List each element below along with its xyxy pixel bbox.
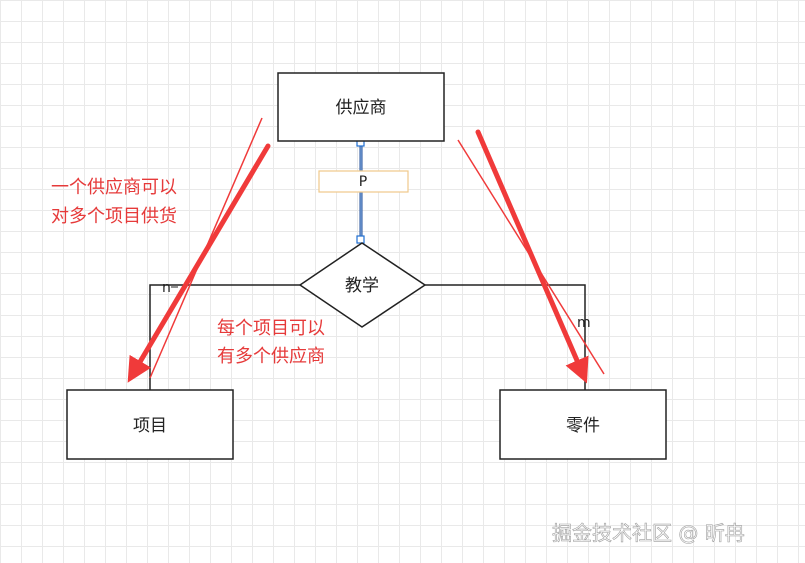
annotation-supplier-line2: 对多个项目供货: [51, 206, 177, 227]
relationship-label: 教学: [345, 276, 379, 296]
entity-part-label: 零件: [566, 416, 600, 436]
cardinality-m: m: [577, 315, 591, 331]
entity-supplier-label: 供应商: [336, 98, 387, 118]
arrow-thin-left: [149, 117, 263, 379]
entity-part[interactable]: [499, 389, 667, 460]
entity-supplier[interactable]: [277, 72, 445, 142]
attribute-label: P: [359, 174, 367, 190]
watermark: 掘金技术社区 @ 昕冉: [552, 521, 745, 545]
relationship-diamond[interactable]: [298, 242, 427, 328]
arrow-supplier-to-part: [475, 129, 589, 384]
entity-project-label: 项目: [133, 416, 167, 436]
annotation-project-line1: 每个项目可以: [217, 318, 325, 339]
cardinality-n: n: [162, 280, 171, 296]
arrow-thin-right: [457, 139, 605, 375]
entity-project[interactable]: [66, 389, 234, 460]
part-relationship-line: [425, 284, 586, 390]
attribute-box[interactable]: [318, 170, 409, 193]
annotation-project-line2: 有多个供应商: [217, 346, 325, 367]
connector-handle-bottom[interactable]: [356, 235, 365, 244]
annotation-supplier-line1: 一个供应商可以: [51, 177, 177, 198]
